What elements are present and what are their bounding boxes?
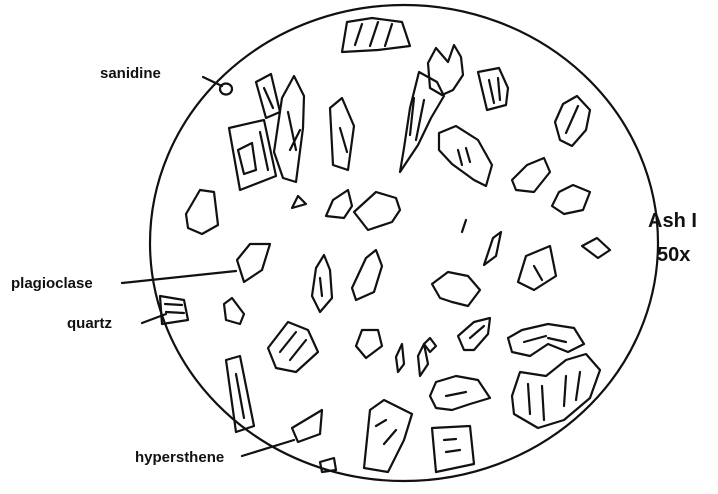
mineral-grain [226,356,254,432]
sanidine-grain [220,84,232,95]
sample-name: Ash I [648,211,697,231]
mineral-grain [478,68,508,110]
mineral-grain [552,185,590,214]
mineral-grain [274,76,304,182]
mineral-grain [229,120,276,190]
magnification-label: 50x [657,245,690,265]
mineral-grain [268,322,318,372]
mineral-grain [555,96,590,146]
mineral-grain [582,238,610,258]
mineral-grain [430,376,490,410]
mineral-grain [512,354,600,428]
mineral-grain [364,400,412,472]
mineral-grain [508,324,584,356]
mineral-grain [356,330,382,358]
hypersthene-grain [292,410,322,442]
mineral-grain [354,192,400,230]
mineral-grain [458,318,490,350]
mineral-grain [432,426,474,472]
mineral-grain [484,232,501,265]
mineral-grain [439,126,492,186]
mineral-grain [186,190,218,234]
mineral-grain [237,244,270,282]
hypersthene-label: hypersthene [135,450,224,465]
mineral-grain [312,255,332,312]
mineral-grain [518,246,556,290]
mineral-grain [512,158,550,192]
mineral-grain [224,298,244,324]
mineral-grain [330,98,354,170]
mineral-grain [326,190,352,218]
plagioclase-label: plagioclase [11,276,93,291]
mineral-grain [396,344,404,372]
mineral-grain [256,74,280,118]
mineral-grain [428,45,463,95]
mineral-grain [432,272,480,306]
mineral-grain [292,196,306,208]
mineral-grain [352,250,382,300]
mineral-grain [462,220,466,232]
mineral-grain [400,72,444,172]
plagioclase-leader [122,271,236,283]
mineral-grain [342,18,410,52]
quartz-label: quartz [67,316,112,331]
sanidine-label: sanidine [100,66,161,81]
